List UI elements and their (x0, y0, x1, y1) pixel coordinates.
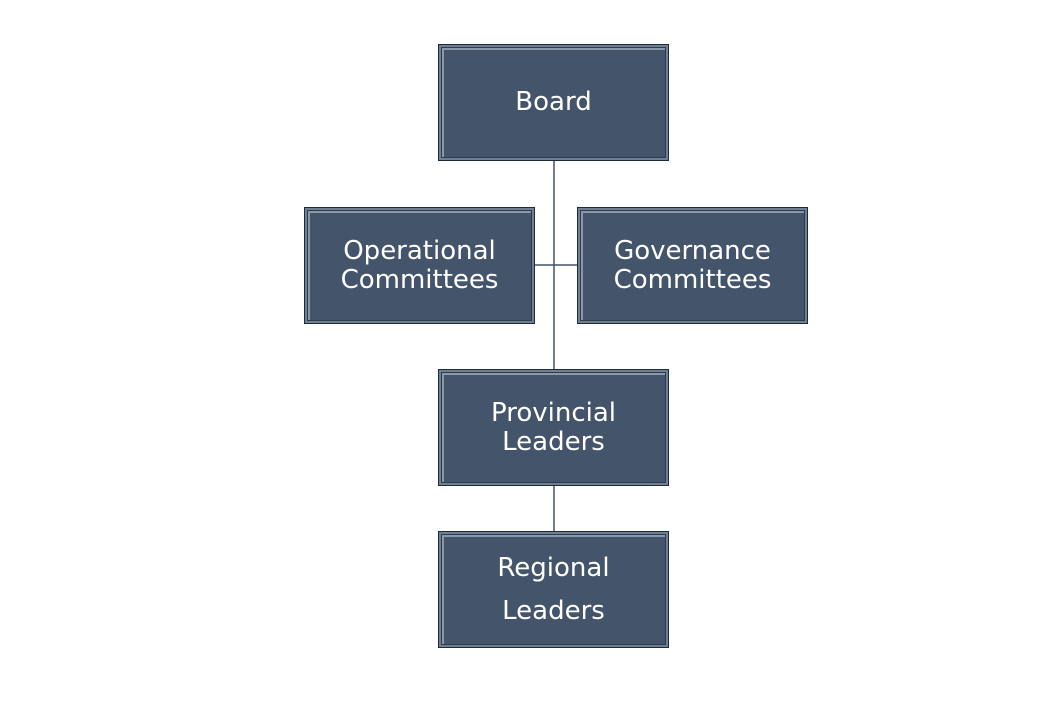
node-board-label: Board (515, 87, 592, 117)
node-governance-committees[interactable]: Governance Committees (577, 207, 808, 324)
node-board[interactable]: Board (438, 44, 669, 161)
node-operational-committees[interactable]: Operational Committees (304, 207, 535, 324)
node-provincial-leaders-label: Provincial Leaders (490, 397, 616, 457)
node-operational-committees-label: Operational Committees (340, 235, 499, 295)
node-governance-committees-label: Governance Committees (613, 235, 772, 295)
node-provincial-leaders[interactable]: Provincial Leaders (438, 369, 669, 486)
node-regional-leaders-label: Regional Leaders (497, 552, 610, 626)
node-regional-leaders[interactable]: Regional Leaders (438, 531, 669, 648)
